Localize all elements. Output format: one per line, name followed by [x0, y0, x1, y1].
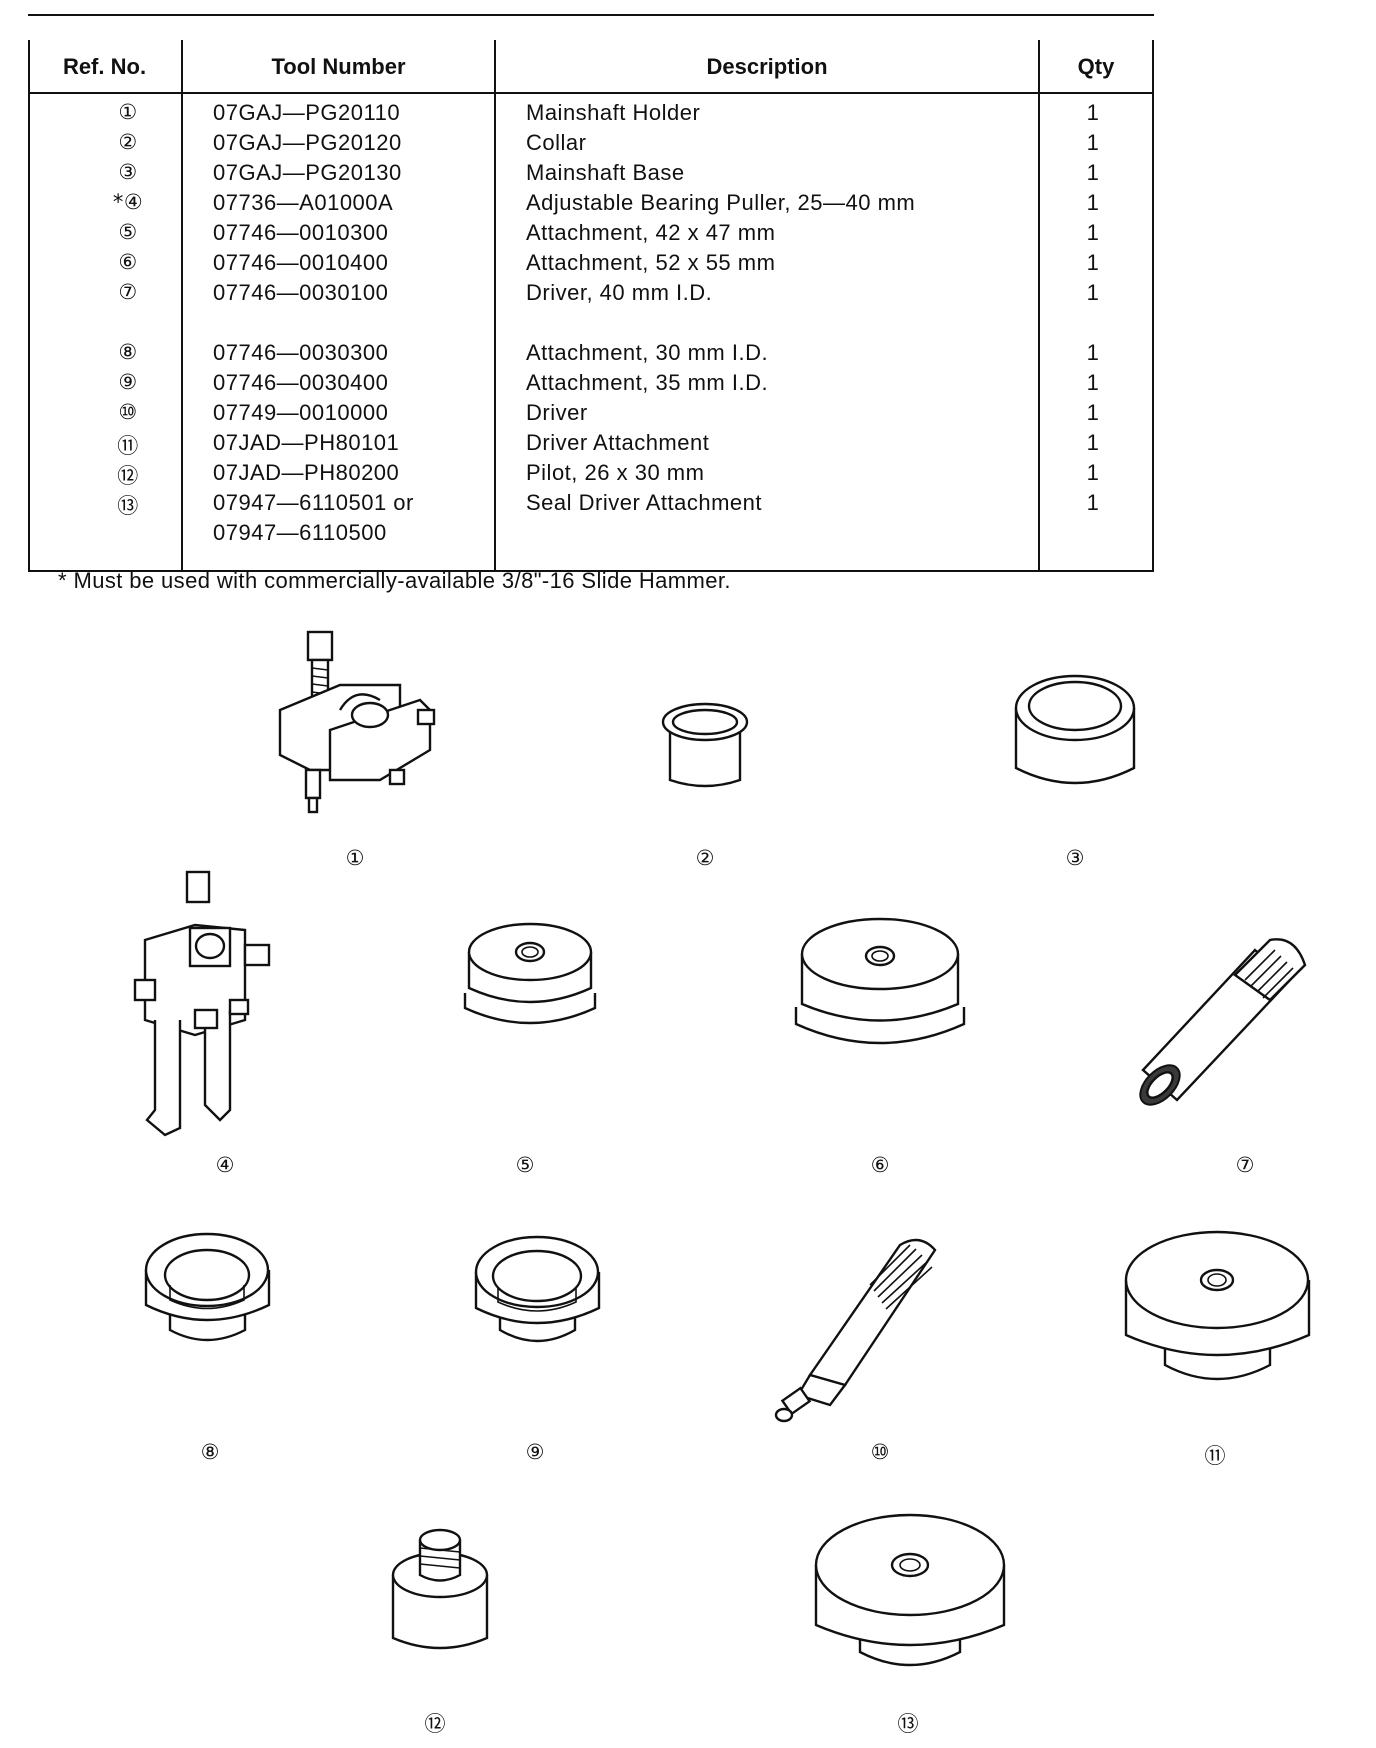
row-tool-number: 07736—A01000A	[213, 190, 394, 215]
header-description: Description	[706, 54, 828, 79]
row-qty: 1	[1086, 370, 1100, 395]
row-description: Attachment, 30 mm I.D.	[526, 340, 769, 365]
mainshaft-base-illustration	[1014, 674, 1136, 785]
row-qty: 1	[1086, 130, 1100, 155]
row-tool-number: 07GAJ—PG20130	[213, 160, 402, 185]
row-tool-number: 07746—0030400	[213, 370, 389, 395]
row-tool-number: 07746—0030300	[213, 340, 389, 365]
driver-attachment-illustration	[1124, 1230, 1311, 1381]
row-qty: 1	[1086, 490, 1100, 515]
driver-illustration	[774, 1238, 937, 1423]
row-ref: ⑩	[118, 400, 138, 424]
row-qty: 1	[1086, 280, 1100, 305]
row-ref: ⑥	[118, 250, 138, 274]
figure-label: ③	[1065, 846, 1085, 870]
attachment-35mm-illustration	[474, 1235, 601, 1343]
header-qty: Qty	[1077, 54, 1115, 79]
row-tool-number: 07746—0030100	[213, 280, 389, 305]
row-description: Mainshaft Base	[526, 160, 685, 185]
row-ref: *④	[112, 190, 144, 214]
row-ref: ⑬	[117, 494, 139, 518]
figure-label: ⑨	[525, 1440, 545, 1464]
row-description: Driver, 40 mm I.D.	[526, 280, 713, 305]
collar-illustration	[661, 702, 749, 788]
table-top-rule	[28, 14, 1154, 16]
seal-driver-attachment-illustration	[814, 1513, 1006, 1667]
figure-label: ⑦	[1235, 1153, 1255, 1177]
table-bottom-rule	[28, 570, 1154, 572]
row-qty: 1	[1086, 190, 1100, 215]
row-ref: ⑪	[117, 434, 139, 458]
figure-label: ④	[215, 1153, 235, 1177]
figure-label: ⑤	[515, 1153, 535, 1177]
table-left-border	[28, 40, 30, 570]
row-ref: ⑧	[118, 340, 138, 364]
attachment-42x47-illustration	[463, 922, 597, 1025]
driver-40mm-illustration	[1139, 938, 1307, 1106]
footnote: * Must be used with commercially-availab…	[58, 568, 731, 593]
row-ref: ⑤	[118, 220, 138, 244]
attachment-52x55-illustration	[794, 917, 966, 1045]
row-description: Adjustable Bearing Puller, 25—40 mm	[526, 190, 916, 215]
attachment-30mm-illustration	[144, 1232, 271, 1342]
figure-label: ⑩	[870, 1440, 890, 1464]
row-qty: 1	[1086, 160, 1100, 185]
row-ref: ①	[118, 100, 138, 124]
bearing-puller-illustration	[133, 870, 271, 1137]
row-qty: 1	[1086, 430, 1100, 455]
row-qty: 1	[1086, 400, 1100, 425]
row-ref: ③	[118, 160, 138, 184]
row-description: Mainshaft Holder	[526, 100, 701, 125]
figure-label: ⑫	[424, 1712, 446, 1736]
pilot-26x30-illustration	[391, 1528, 489, 1650]
header-ref-no: Ref. No.	[62, 54, 147, 79]
row-description: Pilot, 26 x 30 mm	[526, 460, 705, 485]
row-ref: ⑫	[117, 464, 139, 488]
row-tool-number: 07JAD—PH80200	[213, 460, 400, 485]
column-divider-ref	[181, 40, 183, 570]
mainshaft-holder-illustration	[278, 630, 436, 814]
row-tool-number: 07746—0010300	[213, 220, 389, 245]
figure-label: ⑧	[200, 1440, 220, 1464]
row-ref: ②	[118, 130, 138, 154]
row-qty: 1	[1086, 340, 1100, 365]
table-right-border	[1152, 40, 1154, 570]
row-qty: 1	[1086, 220, 1100, 245]
header-tool-number: Tool Number	[271, 54, 406, 79]
row-description: Attachment, 35 mm I.D.	[526, 370, 769, 395]
row-tool-number: 07749—0010000	[213, 400, 389, 425]
row-qty: 1	[1086, 250, 1100, 275]
row-description: Driver Attachment	[526, 430, 710, 455]
row-tool-number: 07GAJ—PG20110	[213, 100, 401, 125]
row-description: Driver	[526, 400, 588, 425]
row-description: Seal Driver Attachment	[526, 490, 762, 515]
row-tool-number-alt: 07947—6110500	[213, 520, 387, 545]
row-tool-number: 07947—6110501 or	[213, 490, 414, 515]
row-description: Collar	[526, 130, 587, 155]
row-tool-number: 07746—0010400	[213, 250, 389, 275]
row-ref: ⑨	[118, 370, 138, 394]
column-divider-tool	[494, 40, 496, 570]
row-description: Attachment, 42 x 47 mm	[526, 220, 776, 245]
figure-label: ⑥	[870, 1153, 890, 1177]
row-qty: 1	[1086, 100, 1100, 125]
table-header-rule	[28, 92, 1154, 94]
row-ref: ⑦	[118, 280, 138, 304]
row-tool-number: 07GAJ—PG20120	[213, 130, 402, 155]
figure-label: ⑬	[897, 1712, 919, 1736]
row-description: Attachment, 52 x 55 mm	[526, 250, 776, 275]
figure-label: ②	[695, 846, 715, 870]
row-tool-number: 07JAD—PH80101	[213, 430, 400, 455]
figure-label: ①	[345, 846, 365, 870]
column-divider-desc	[1038, 40, 1040, 570]
row-qty: 1	[1086, 460, 1100, 485]
figure-label: ⑪	[1204, 1444, 1226, 1468]
